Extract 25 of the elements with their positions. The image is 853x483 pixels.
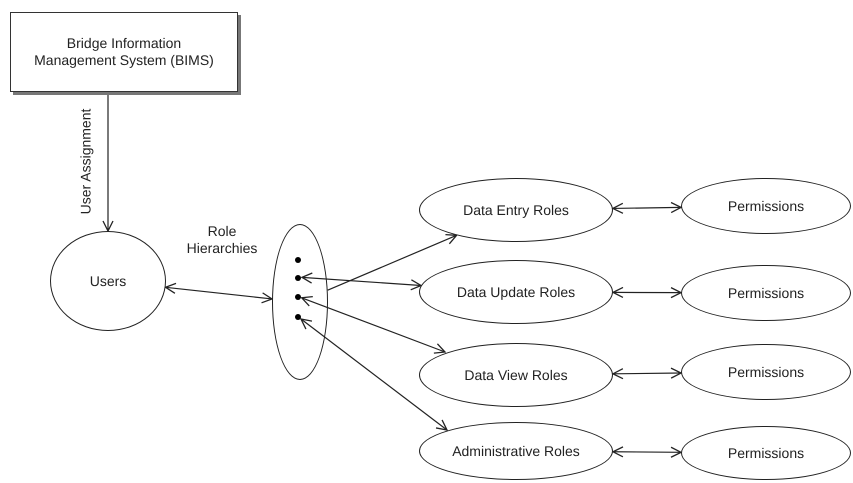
node-label: Administrative Roles — [452, 442, 580, 460]
bullet-dot — [295, 314, 301, 320]
node-label: Data View Roles — [464, 366, 568, 384]
node-label: Permissions — [728, 444, 804, 462]
arrow — [612, 202, 682, 214]
arrow — [612, 368, 682, 380]
system-box — [10, 12, 238, 92]
node-label: Data Update Roles — [456, 284, 576, 300]
node-label: Permissions — [728, 198, 804, 214]
arrow — [301, 272, 422, 290]
node-label: Permissions — [728, 284, 804, 302]
arrow — [164, 282, 273, 304]
arrow — [612, 446, 682, 458]
node-label: Bridge Information Management System (BIMS) — [33, 35, 215, 69]
arrow — [102, 92, 114, 232]
arrow — [300, 318, 448, 431]
node-label: Data Entry Roles — [463, 202, 569, 218]
arrow — [612, 286, 682, 298]
node-label: Users — [90, 272, 126, 290]
arrow — [327, 234, 458, 291]
bullet-dot — [295, 257, 301, 263]
bullet-dot — [295, 275, 301, 281]
arrow — [301, 296, 446, 354]
bullet-dot — [295, 294, 301, 300]
node-label: Permissions — [728, 364, 804, 380]
